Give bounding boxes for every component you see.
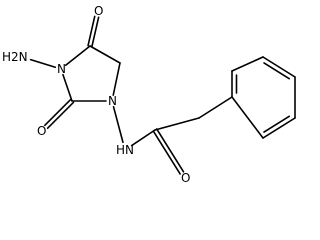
bond-c_amide-o_bottom-b [155,128,185,173]
bond-ph3-ph4-inner [263,62,291,80]
bond-lines [29,15,296,175]
bond-c4-c5 [89,45,121,64]
bond-n3-nh2 [29,58,57,69]
bond-c2-o_left-b [46,101,75,129]
molecule-structure-diagram: H2N O N N O HN O [2,4,296,185]
ring-carbonyl-oxygen-top-label: O [94,4,103,18]
bond-ph5-ph6-inner [263,115,291,133]
bond-ph6-ph1 [231,96,264,139]
bond-c4-o_top-b [87,15,96,47]
bond-c2-n3 [62,73,73,102]
bond-nh-c_amide [130,129,156,147]
bond-c_amide-o_bottom-a [152,130,181,175]
bond-ph5-ph6 [262,117,296,139]
ring-carbonyl-oxygen-left-label: O [37,124,46,138]
ring-nitrogen-1-label: N [108,94,117,108]
amino-group-label: H2N [2,50,28,64]
bond-c_amide-ch2 [154,117,200,131]
bond-c5-n1 [112,62,121,96]
ring-nitrogen-3-label: N [57,62,66,76]
amide-carbonyl-oxygen-label: O [181,171,190,185]
atom-labels: H2N O N N O HN O [2,4,190,185]
amide-nh-label: HN [116,143,134,157]
bond-c2-o_left-a [44,98,72,127]
bond-n3-c4 [64,45,91,67]
bond-ph2-ph3 [231,56,264,72]
bond-n1-nh [112,105,124,144]
bond-ph3-ph4 [262,56,296,78]
bond-ch2-ph1 [198,96,233,119]
bond-c4-o_top-a [91,16,100,48]
